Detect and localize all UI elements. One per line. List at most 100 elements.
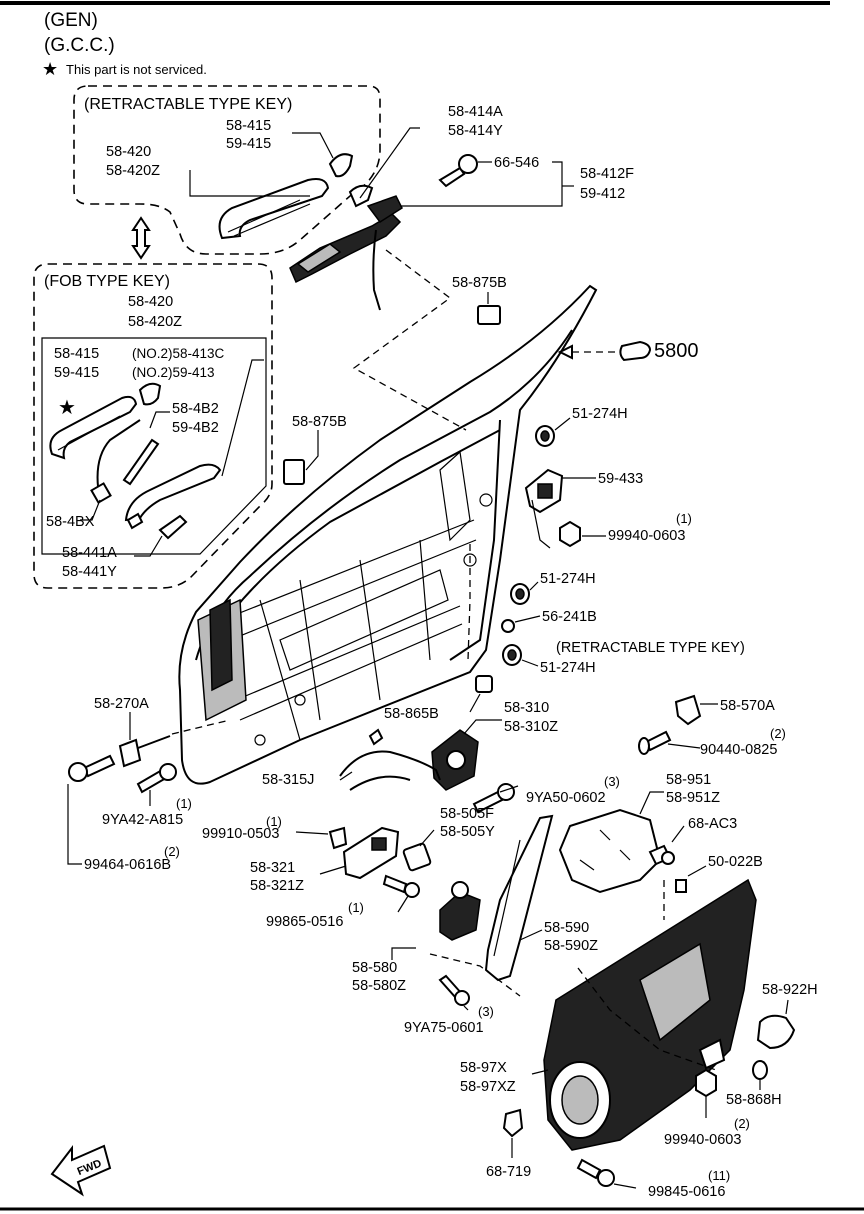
motor-58-580 — [439, 881, 481, 941]
label-58-321z: 58-321Z — [250, 878, 304, 894]
door-shell — [178, 284, 598, 785]
label-58-570a: 58-570A — [720, 698, 775, 714]
header-gcc: (G.C.C.) — [44, 35, 115, 56]
switch-58-441a — [158, 514, 188, 540]
label-58-441a: 58-441A — [62, 545, 117, 561]
qty-90440-0825: (2) — [770, 726, 786, 741]
clip-50-022b — [675, 879, 687, 893]
label-9ya50-0602: 9YA50-0602 — [526, 790, 606, 806]
qty-99940-0603-a: (1) — [676, 511, 692, 526]
bolt-9ya42-a815 — [136, 763, 177, 794]
label-58-505f: 58-505F — [440, 806, 494, 822]
screw-99865-0516 — [382, 874, 420, 898]
qty-9ya75-0601: (3) — [478, 1004, 494, 1019]
label-58-951: 58-951 — [666, 772, 711, 788]
screw-99845-0616 — [576, 1158, 615, 1187]
label-56-241b: 56-241B — [542, 609, 597, 625]
label-58-580z: 58-580Z — [352, 978, 406, 994]
pad-58-875b-lower — [283, 459, 305, 485]
fwd-arrow-icon: FWD — [50, 1144, 112, 1197]
regulator-rail-58-590 — [484, 814, 554, 982]
label-58-580: 58-580 — [352, 960, 397, 976]
clip-58-570a — [674, 694, 702, 726]
label-58-310z: 58-310Z — [504, 719, 558, 735]
fob-key-box — [33, 263, 273, 589]
label-58-97x: 58-97X — [460, 1060, 507, 1076]
label-51-274h-c: 51-274H — [540, 660, 596, 676]
label-58-315j: 58-315J — [262, 772, 314, 788]
retractable-key-box — [73, 85, 381, 255]
label-58-868h: 58-868H — [726, 1092, 782, 1108]
nut-99940-0603-b — [695, 1068, 717, 1098]
label-99865-0516: 99865-0516 — [266, 914, 343, 930]
label-58-875b-a: 58-875B — [452, 275, 507, 291]
label-58-415-b: 58-415 — [54, 346, 99, 362]
inner-handle-fob — [124, 463, 222, 522]
pointing-hand-icon — [619, 340, 652, 362]
clip-68-ac3 — [648, 844, 675, 866]
screw-66-546 — [438, 154, 478, 188]
cover-58-505f — [402, 842, 432, 872]
qty-99464-0616b: (2) — [164, 844, 180, 859]
label-58-412f: 58-412F — [580, 166, 634, 182]
qty-99940-0603-b: (2) — [734, 1116, 750, 1131]
label-5800: 5800 — [654, 340, 699, 362]
label-68-719: 68-719 — [486, 1164, 531, 1180]
label-58-4bx: 58-4BX — [46, 514, 95, 530]
label-58-420-a: 58-420 — [106, 144, 151, 160]
label-51-274h-b: 51-274H — [540, 571, 596, 587]
label-99845-0616: 99845-0616 — [648, 1184, 725, 1200]
label-58-4b2: 58-4B2 — [172, 401, 219, 417]
pad-58-865b — [475, 675, 493, 693]
qty-9ya50-0602: (3) — [604, 774, 620, 789]
handle-cap-retractable — [328, 153, 354, 178]
sheet-58-951 — [558, 808, 662, 894]
cover-58-922h — [756, 1014, 796, 1050]
label-58-414y: 58-414Y — [448, 123, 503, 139]
label-58-270a: 58-270A — [94, 696, 149, 712]
label-58-875b-b: 58-875B — [292, 414, 347, 430]
label-58-441y: 58-441Y — [62, 564, 117, 580]
label-59-4b2: 59-4B2 — [172, 420, 219, 436]
label-59-413: (NO.2)59-413 — [132, 365, 215, 380]
grommet-51-274h-c — [502, 644, 522, 666]
retractable-box-title: (RETRACTABLE TYPE KEY) — [84, 96, 292, 113]
module-carrier-58-97x — [543, 878, 757, 1151]
qty-99910-0503: (1) — [266, 814, 282, 829]
label-59-412: 59-412 — [580, 186, 625, 202]
label-58-420-b: 58-420 — [128, 294, 173, 310]
clip-68-719 — [502, 1108, 524, 1138]
star-icon: ★ — [58, 397, 76, 419]
qty-9ya42-a815: (1) — [176, 796, 192, 811]
label-58-310: 58-310 — [504, 700, 549, 716]
label-99940-0603-a: 99940-0603 — [608, 528, 685, 544]
label-58-414a: 58-414A — [448, 104, 503, 120]
label-58-951z: 58-951Z — [666, 790, 720, 806]
handle-cap-fob — [138, 382, 162, 406]
bolt-9ya50-0602 — [472, 783, 515, 814]
double-arrow-icon — [131, 216, 151, 260]
label-99464-0616b: 99464-0616B — [84, 857, 171, 873]
fob-inner-box — [41, 337, 267, 555]
label-58-420z-b: 58-420Z — [128, 314, 182, 330]
label-68-ac3: 68-AC3 — [688, 816, 737, 832]
label-58-590z: 58-590Z — [544, 938, 598, 954]
label-9ya75-0601: 9YA75-0601 — [404, 1020, 484, 1036]
grommet-51-274h-b — [510, 583, 530, 605]
label-66-546: 66-546 — [494, 155, 539, 171]
label-58-321: 58-321 — [250, 860, 295, 876]
outer-handle-retractable — [218, 178, 330, 240]
label-retractable-type-key: (RETRACTABLE TYPE KEY) — [556, 640, 745, 656]
label-58-590: 58-590 — [544, 920, 589, 936]
fob-box-title: (FOB TYPE KEY) — [44, 273, 170, 290]
label-58-97xz: 58-97XZ — [460, 1079, 516, 1095]
grommet-51-274h-a — [535, 425, 555, 447]
screw-90440-0825 — [638, 730, 672, 755]
bolt-9ya75-0601 — [438, 974, 470, 1006]
rod-58-4b2 — [122, 438, 160, 486]
header-note: This part is not serviced. — [66, 62, 207, 77]
label-99910-0503: 99910-0503 — [202, 826, 279, 842]
star-icon: ★ — [42, 59, 58, 79]
label-59-433: 59-433 — [598, 471, 643, 487]
